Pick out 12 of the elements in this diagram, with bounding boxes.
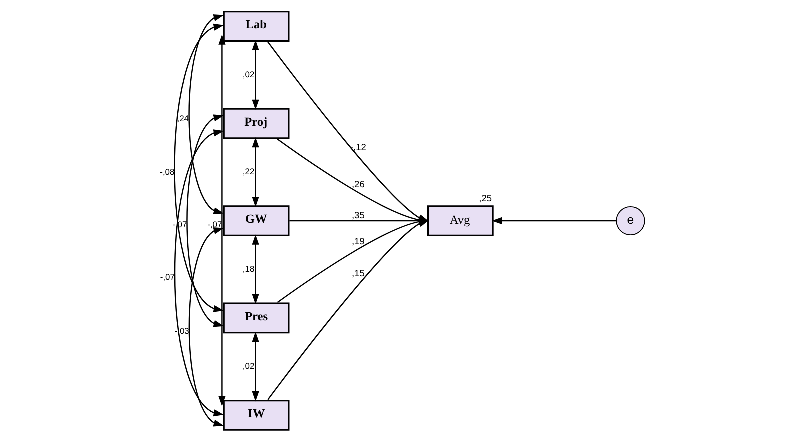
edge-label: ,26 [351,180,364,190]
edge-label: ,19 [351,236,364,247]
edge-label: ,15 [351,268,364,278]
edge-label: ,35 [351,210,364,220]
edge-label: ,24 [176,113,188,124]
edge-label: -,12 [350,142,366,152]
edge-label: ,18 [242,264,254,274]
edge-label: ,22 [242,166,254,177]
edge-label: ,02 [242,69,254,80]
node-label: ,25 [478,193,492,204]
edge-label: -,07 [160,272,174,282]
edge-label: ,02 [242,361,254,372]
